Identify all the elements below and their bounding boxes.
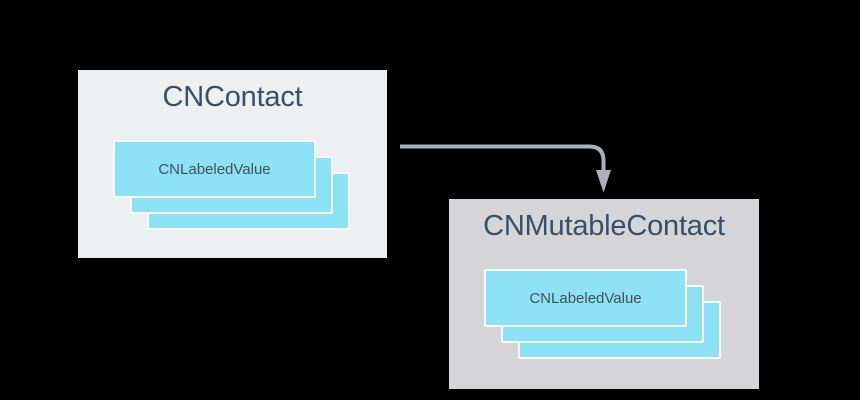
cncontact-labeledvalue-stack: CNLabeledValue bbox=[113, 140, 350, 230]
cnlabeledvalue-card: CNLabeledValue bbox=[484, 269, 687, 327]
arrow-line bbox=[400, 144, 606, 171]
cnmutablecontact-title: CNMutableContact bbox=[483, 210, 725, 242]
cncontact-title: CNContact bbox=[162, 81, 303, 113]
cnmutablecontact-box: CNMutableContact CNLabeledValue bbox=[449, 199, 759, 389]
cnlabeledvalue-label: CNLabeledValue bbox=[529, 289, 642, 307]
cnlabeledvalue-label: CNLabeledValue bbox=[158, 160, 271, 178]
arrow-head-icon bbox=[596, 170, 611, 193]
cncontact-box: CNContact CNLabeledValue bbox=[78, 70, 387, 258]
cnlabeledvalue-card: CNLabeledValue bbox=[113, 140, 316, 198]
cnmutablecontact-labeledvalue-stack: CNLabeledValue bbox=[484, 269, 721, 359]
